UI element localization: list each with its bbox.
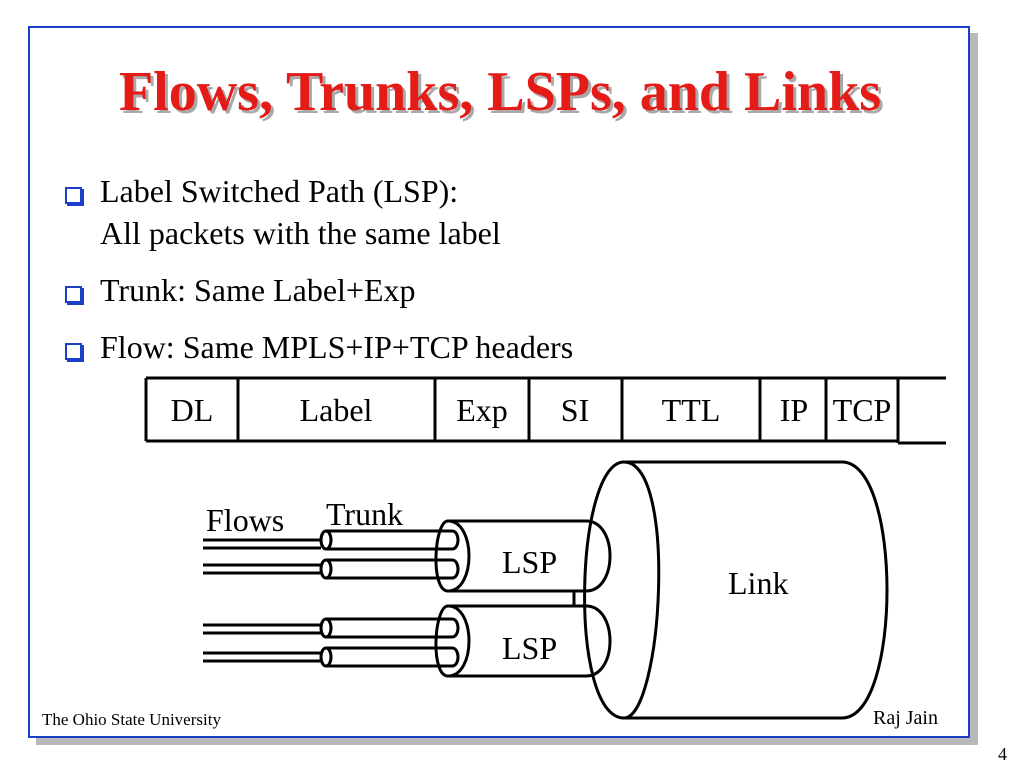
page-number: 4 <box>998 744 1007 764</box>
flow-lines <box>203 538 321 663</box>
slide-title: Flows, Trunks, LSPs, and Links <box>118 61 882 123</box>
footer-author: Raj Jain <box>873 707 938 729</box>
lsp-cylinder-1 <box>434 519 612 593</box>
trunk-tubes-2 <box>319 617 460 668</box>
bullet-box-icon <box>65 187 82 204</box>
footer-institution: The Ohio State University <box>42 710 221 729</box>
link-label: Link <box>728 565 788 601</box>
trunk-tubes-1 <box>319 529 460 580</box>
field-tcp: TCP <box>833 392 892 428</box>
bullet-box-icon <box>65 286 82 303</box>
lsp-label-2: LSP <box>502 630 557 666</box>
trunk-label: Trunk <box>326 496 403 532</box>
bullet-text: Label Switched Path (LSP): <box>100 173 459 209</box>
flows-label: Flows <box>206 502 284 538</box>
bullet-text: Flow: Same MPLS+IP+TCP headers <box>100 329 574 365</box>
bullet-text: Trunk: Same Label+Exp <box>100 272 416 308</box>
bullet-box-icon <box>65 343 82 360</box>
field-ttl: TTL <box>662 392 721 428</box>
field-label: Label <box>300 392 373 428</box>
bullet-lsp: Label Switched Path (LSP): All packets w… <box>60 170 940 254</box>
field-si: SI <box>561 392 589 428</box>
field-ip: IP <box>780 392 808 428</box>
header-fields-table <box>144 376 946 445</box>
field-dl: DL <box>171 392 214 428</box>
slide-frame <box>28 26 970 738</box>
bullet-flow: Flow: Same MPLS+IP+TCP headers <box>60 326 940 368</box>
lsp-cylinder-2 <box>434 591 612 678</box>
bullet-list: Label Switched Path (LSP): All packets w… <box>60 170 940 383</box>
lsp-label-1: LSP <box>502 544 557 580</box>
bullet-text-continued: All packets with the same label <box>100 215 501 251</box>
bullet-trunk: Trunk: Same Label+Exp <box>60 269 940 311</box>
field-exp: Exp <box>456 392 508 428</box>
